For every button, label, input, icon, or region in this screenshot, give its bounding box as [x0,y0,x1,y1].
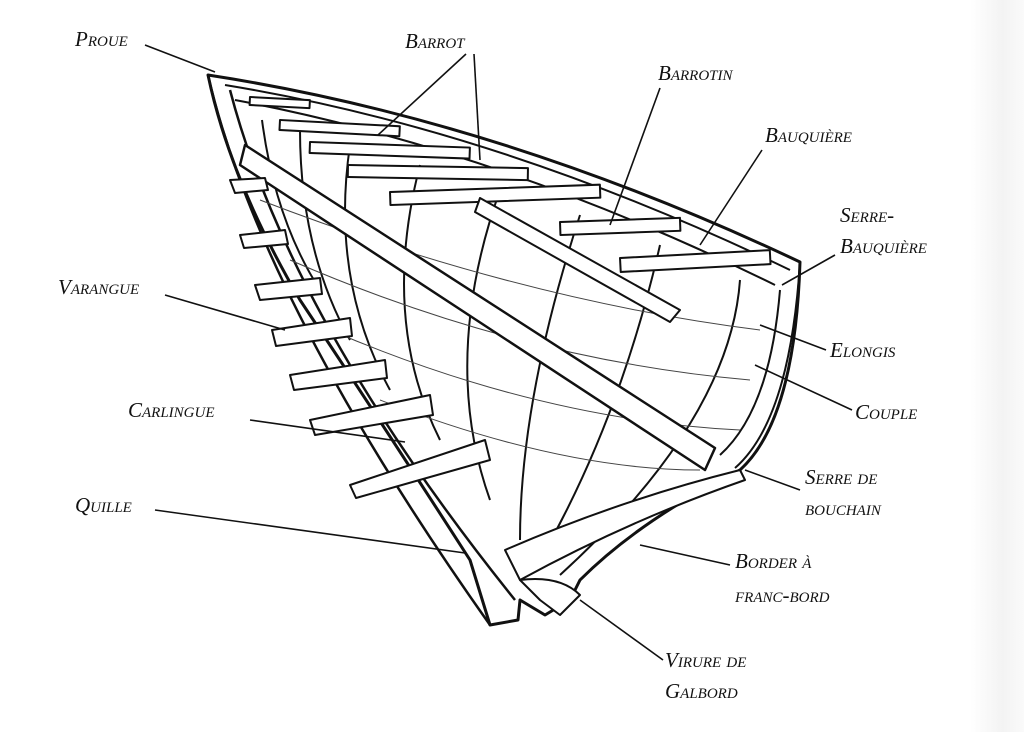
label-barrot: Barrot [405,29,465,53]
leader-lines [144,44,853,661]
page-edge [970,0,1024,732]
varangues [229,177,491,499]
label-quille: Quille [75,493,132,517]
label-virure-2: Galbord [665,679,738,703]
label-serre-bouchain-2: bouchain [805,496,881,520]
label-border-1: Border à [735,549,812,573]
label-elongis: Elongis [830,338,896,362]
label-varangue: Varangue [58,275,140,299]
label-couple: Couple [855,400,918,424]
label-carlingue: Carlingue [128,398,215,422]
label-bauquiere: Bauquière [765,123,852,147]
carlingue-beam [238,143,717,472]
barrots [248,96,772,273]
label-serre-bauquiere-2: Bauquière [840,234,927,258]
hull-outline [206,73,802,627]
planking [259,199,761,471]
label-virure-1: Virure de [665,648,747,672]
label-proue: Proue [75,27,128,51]
stern-frame [719,261,801,469]
label-serre-bouchain-1: Serre de [805,465,878,489]
virure-galbord [504,469,746,581]
label-barrotin: Barrotin [658,61,733,85]
border-franc-bord [519,578,581,616]
label-border-2: franc-bord [735,583,830,607]
elongis-beam [474,197,681,323]
label-serre-bauquiere-1: Serre- [840,203,895,227]
